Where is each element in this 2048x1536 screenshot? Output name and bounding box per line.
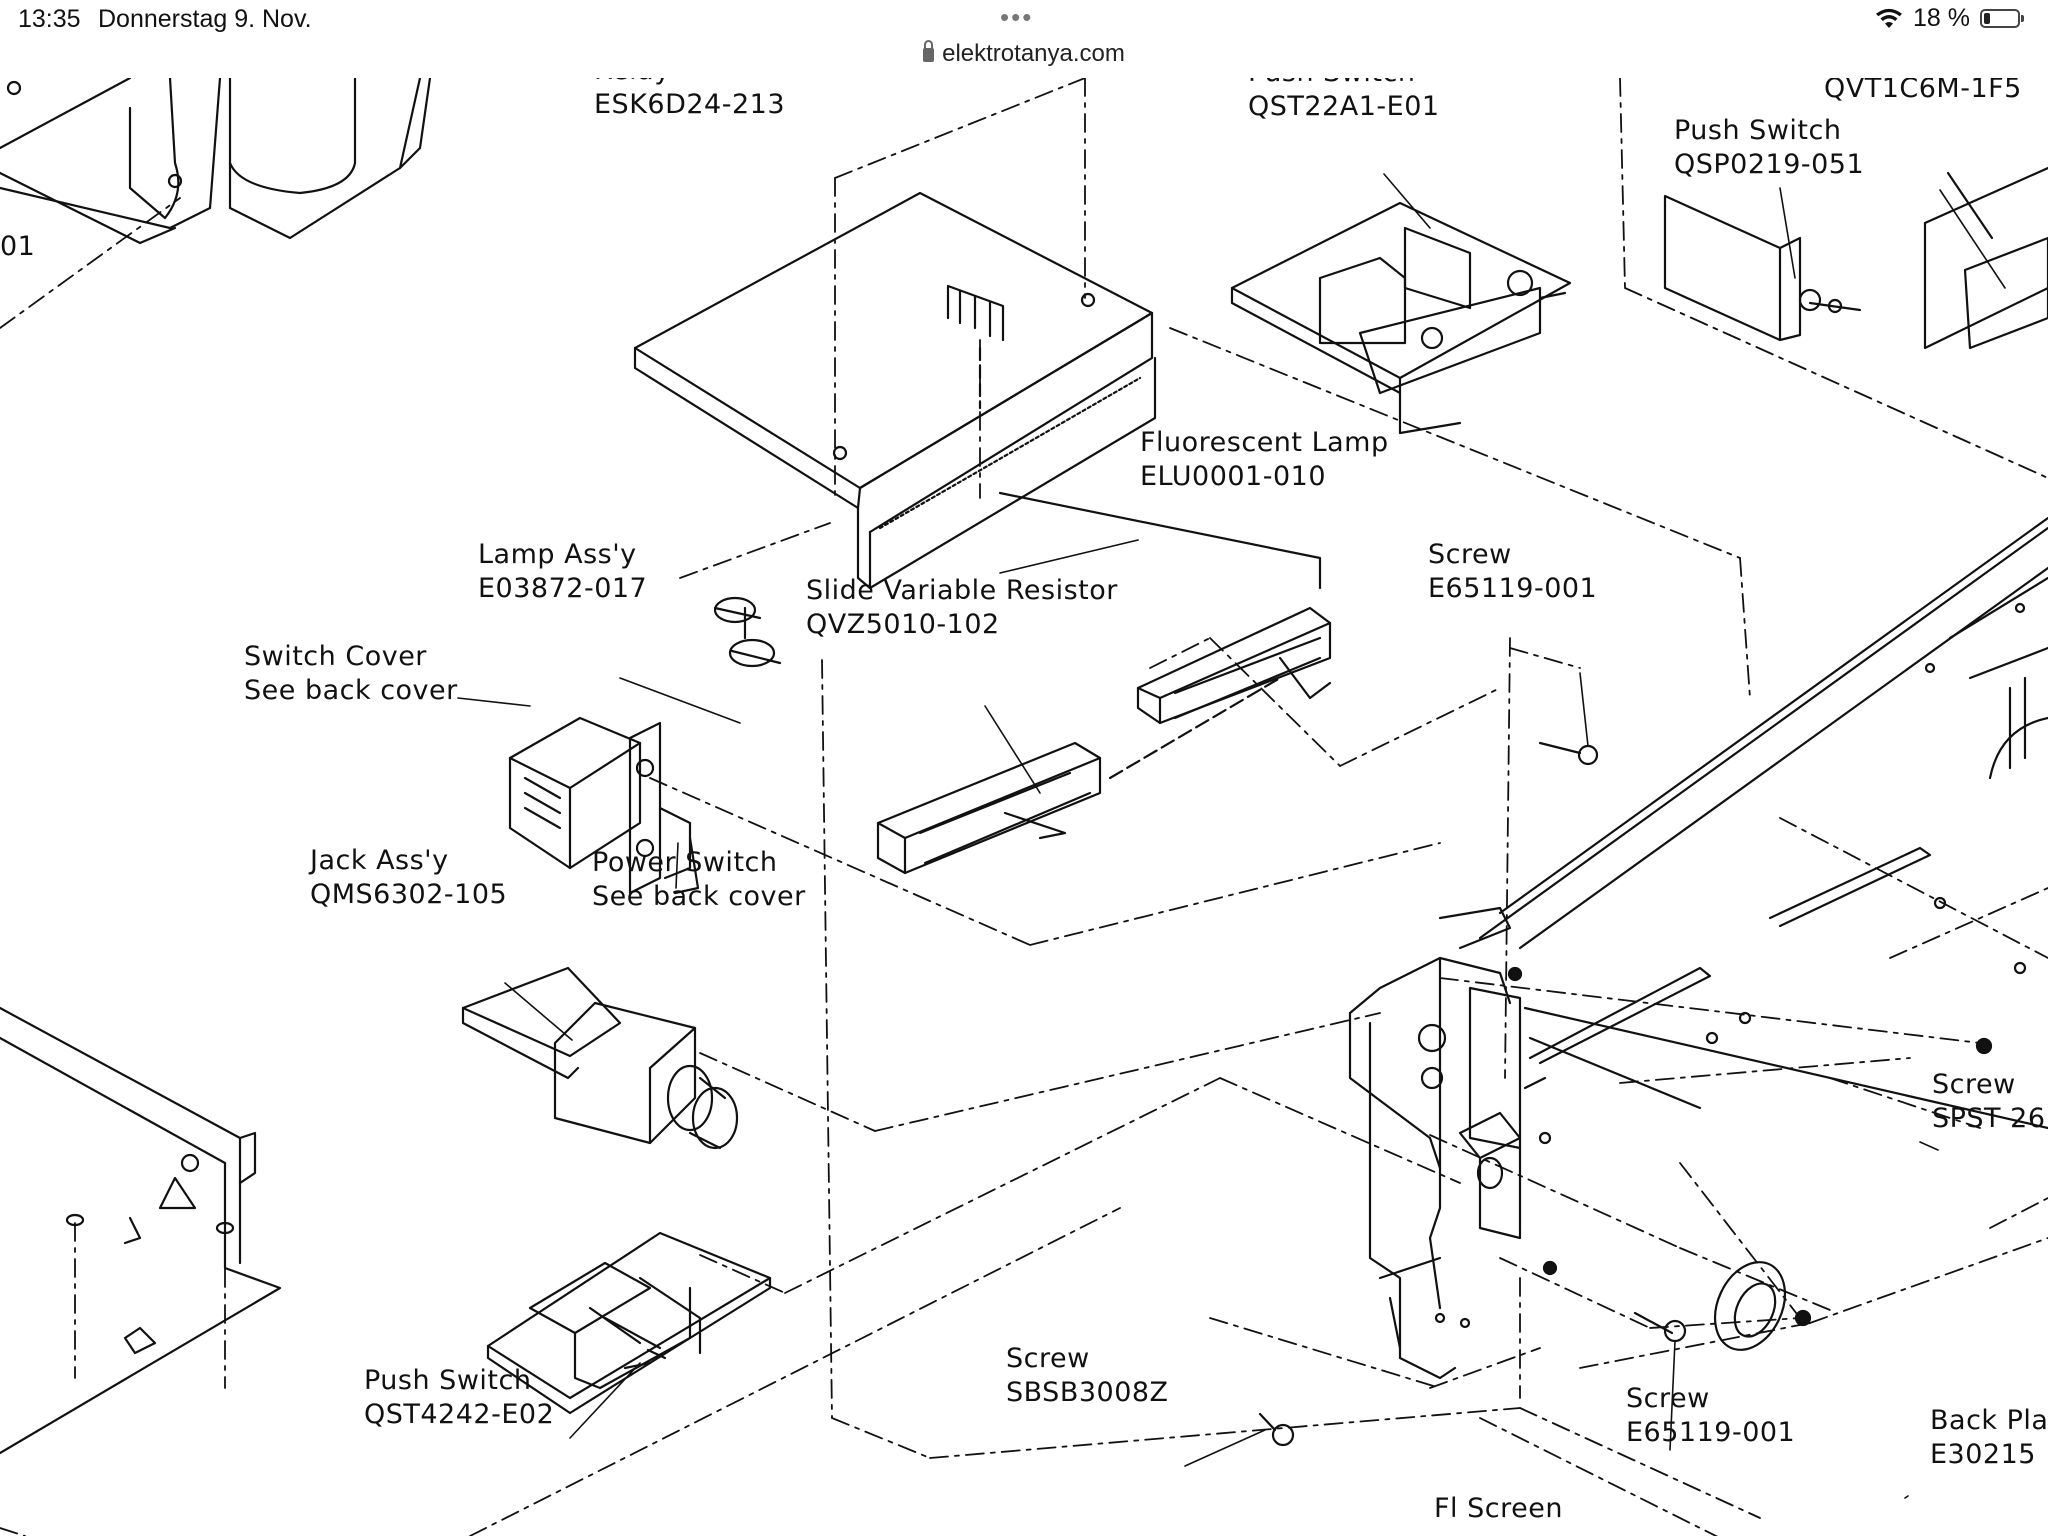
screw-right-part: SPST 26 bbox=[1932, 1103, 2046, 1134]
left-chassis-panel bbox=[0, 1006, 282, 1455]
power-switch-note: See back cover bbox=[592, 881, 806, 912]
label-relay: Relay ESK6D24-213 bbox=[594, 78, 785, 122]
label-push-switch-right: Push Switch QSP0219-051 bbox=[1674, 114, 1864, 182]
left-edge-part: 01 bbox=[0, 231, 36, 262]
label-push-switch-bottom: Push Switch QST4242-E02 bbox=[364, 1364, 554, 1432]
screw-sbsb-part: SBSB3008Z bbox=[1006, 1377, 1169, 1408]
label-lamp-assy: Lamp Ass'y E03872-017 bbox=[478, 538, 647, 606]
lock-icon bbox=[923, 40, 935, 62]
screw-top-part: E65119-001 bbox=[1428, 573, 1598, 604]
label-screw-right: Screw SPST 26 bbox=[1932, 1068, 2046, 1136]
status-date: Donnerstag 9. Nov. bbox=[98, 5, 312, 33]
status-bar: 13:35 Donnerstag 9. Nov. ••• elektrotany… bbox=[0, 0, 2048, 79]
label-fl-screen: Fl Screen bbox=[1434, 1492, 1563, 1526]
fluorescent-lamp-part: ELU0001-010 bbox=[1140, 461, 1327, 492]
ring-washer-part bbox=[1713, 1261, 1787, 1351]
fl-screen-name: Fl Screen bbox=[1434, 1493, 1563, 1524]
status-indicators: 18 % bbox=[1875, 4, 2024, 33]
slide-resistor-part: QVZ5010-102 bbox=[806, 609, 1000, 640]
jack-assembly-part bbox=[461, 966, 739, 1150]
lamp-board bbox=[633, 191, 1157, 590]
screw-top-name: Screw bbox=[1428, 539, 1512, 570]
label-push-switch-top: Push Switch QST22A1-E01 bbox=[1248, 78, 1440, 124]
push-switch-right-part bbox=[1663, 194, 1862, 342]
power-switch-name: Power Switch bbox=[592, 847, 778, 878]
main-chassis-frame bbox=[1348, 516, 2048, 1380]
url-text: elektrotanya.com bbox=[942, 40, 1125, 67]
label-screw-top: Screw E65119-001 bbox=[1428, 538, 1597, 606]
address-bar[interactable]: elektrotanya.com bbox=[0, 40, 2048, 68]
switch-cover-note: See back cover bbox=[244, 675, 458, 706]
battery-icon bbox=[1980, 9, 2024, 28]
push-switch-top-part bbox=[1230, 201, 1572, 435]
lamp-assy-name: Lamp Ass'y bbox=[478, 539, 637, 570]
screw-sbsb-name: Screw bbox=[1006, 1343, 1090, 1374]
exploded-parts-diagram: Relay ESK6D24-213 Push Switch QST22A1-E0… bbox=[0, 78, 2048, 1536]
qvt-part: QVT1C6M-1F5 bbox=[1824, 78, 2022, 104]
push-switch-bottom-part: QST4242-E02 bbox=[364, 1399, 555, 1430]
push-switch-bottom-name: Push Switch bbox=[364, 1365, 532, 1396]
relay-part: ESK6D24-213 bbox=[594, 89, 786, 120]
back-plate-name: Back Pla bbox=[1930, 1405, 2048, 1436]
jack-assy-name: Jack Ass'y bbox=[310, 845, 449, 876]
back-plate-part: E30215 bbox=[1930, 1439, 2036, 1470]
label-back-plate: Back Pla E30215 bbox=[1930, 1404, 2048, 1472]
lamp-assy-part: E03872-017 bbox=[478, 573, 648, 604]
screw-bottom-name: Screw bbox=[1626, 1383, 1710, 1414]
assembly-guide-lines bbox=[0, 78, 2048, 1536]
label-screw-sbsb: Screw SBSB3008Z bbox=[1006, 1342, 1169, 1410]
label-power-switch: Power Switch See back cover bbox=[592, 846, 806, 914]
more-dots-icon[interactable]: ••• bbox=[1000, 2, 1034, 32]
push-switch-right-name: Push Switch bbox=[1674, 115, 1842, 146]
label-jack-assy: Jack Ass'y QMS6302-105 bbox=[310, 844, 507, 912]
slide-resistors bbox=[876, 491, 1332, 875]
lamp-assembly-part bbox=[713, 596, 782, 668]
jack-assy-part: QMS6302-105 bbox=[310, 879, 508, 910]
label-qvt: QVT1C6M-1F5 bbox=[1824, 78, 2022, 106]
label-slide-resistor: Slide Variable Resistor QVZ5010-102 bbox=[806, 574, 1118, 642]
fluorescent-lamp-name: Fluorescent Lamp bbox=[1140, 427, 1389, 458]
label-fluorescent-lamp: Fluorescent Lamp ELU0001-010 bbox=[1140, 426, 1389, 494]
leader-lines bbox=[457, 173, 2006, 1499]
battery-level-fill bbox=[1984, 13, 1990, 24]
slide-resistor-name: Slide Variable Resistor bbox=[806, 575, 1118, 606]
screw-parts bbox=[1258, 741, 1993, 1447]
screw-bottom-part: E65119-001 bbox=[1626, 1417, 1796, 1448]
label-screw-bottom: Screw E65119-001 bbox=[1626, 1382, 1795, 1450]
label-left-edge: 01 bbox=[0, 230, 35, 264]
push-switch-top-part: QST22A1-E01 bbox=[1248, 91, 1440, 122]
diagram-drawing bbox=[0, 78, 2048, 1536]
battery-percent: 18 % bbox=[1913, 4, 1970, 32]
top-left-housing bbox=[0, 78, 432, 245]
label-switch-cover: Switch Cover See back cover bbox=[244, 640, 458, 708]
push-switch-bottom-part bbox=[486, 1231, 772, 1415]
push-switch-top-name: Push Switch bbox=[1248, 78, 1440, 90]
relay-name: Relay bbox=[594, 78, 785, 88]
screw-right-name: Screw bbox=[1932, 1069, 2016, 1100]
status-time: 13:35 bbox=[18, 5, 81, 33]
qvt-component bbox=[1923, 166, 2048, 350]
push-switch-right-part: QSP0219-051 bbox=[1674, 149, 1865, 180]
wifi-icon bbox=[1876, 8, 1903, 28]
switch-cover-part bbox=[508, 716, 700, 895]
switch-cover-name: Switch Cover bbox=[244, 641, 427, 672]
